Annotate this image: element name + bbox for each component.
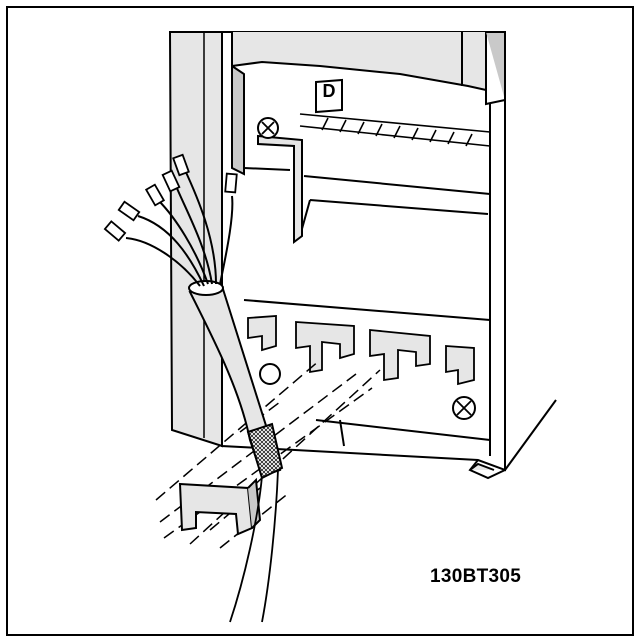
bottom-ground-screw xyxy=(259,363,476,420)
top-ground-bracket xyxy=(257,117,303,244)
ferrule xyxy=(161,169,181,193)
ferrule xyxy=(224,172,238,194)
figure-code: 130BT305 xyxy=(430,566,522,587)
drive-base xyxy=(315,399,557,480)
ferrule xyxy=(117,200,141,222)
left-side-panel xyxy=(168,31,223,448)
bracket-letter-label: D xyxy=(322,81,336,101)
cable-saddle-clamp xyxy=(178,477,262,536)
ferrule xyxy=(172,153,190,177)
cable-conductors xyxy=(103,153,238,287)
ferrule xyxy=(144,183,166,207)
control-terminal-strip xyxy=(299,78,491,147)
cavity-outline xyxy=(243,104,491,456)
ferrule xyxy=(103,220,127,242)
shielded-cable xyxy=(188,280,284,623)
cable-clamp-slots xyxy=(247,315,475,386)
cable-braid-shield xyxy=(246,422,284,480)
